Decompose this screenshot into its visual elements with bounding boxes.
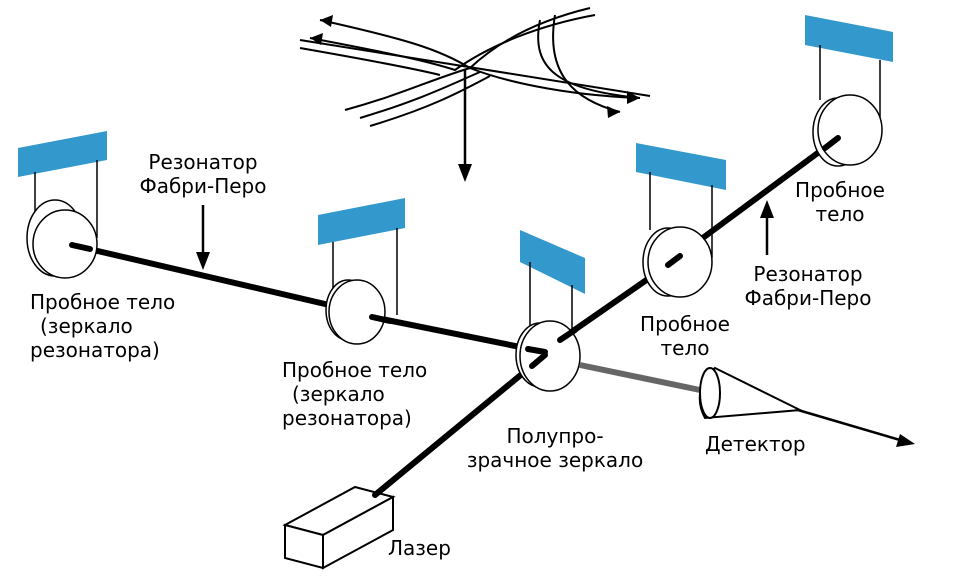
suspension-bar <box>318 198 405 245</box>
beam-splitter-label: Полупро- зрачное зеркало <box>450 424 660 472</box>
test-mass-inner-left-label: Пробное тело (зеркало резонатора) <box>282 358 427 430</box>
detector-cone-icon <box>698 366 804 420</box>
test-mass-far-left <box>18 131 107 279</box>
suspension-bar <box>18 131 107 177</box>
label-line: Фабри-Перо <box>139 174 267 198</box>
label-line: Фабри-Перо <box>744 286 872 310</box>
suspension-bar <box>636 143 726 190</box>
suspension-bar <box>520 230 585 294</box>
wave-arrowheads <box>310 15 640 118</box>
label-line: Пробное <box>640 312 730 336</box>
resonator-right-label: Резонатор Фабри-Перо <box>728 262 888 310</box>
detector-output-arrow <box>797 408 915 447</box>
laser-label: Лазер <box>388 536 451 560</box>
label-line: Пробное <box>795 178 885 202</box>
test-mass-far-right-label: Пробное тело <box>785 178 895 226</box>
suspension-bar <box>805 15 893 62</box>
label-line: Пробное тело <box>282 358 428 382</box>
label-line: тело <box>815 202 865 226</box>
label-line: Пробное тело <box>30 290 176 314</box>
label-line: (зеркало <box>40 314 133 338</box>
test-mass-far-right <box>805 15 893 167</box>
output-beam <box>579 362 701 393</box>
gravitational-wave-icon <box>299 7 651 127</box>
label-line: Полупро- <box>506 424 604 448</box>
test-mass-inner-right-label: Пробное тело <box>630 312 740 360</box>
label-line: резонатора) <box>30 338 160 362</box>
detector-label: Детектор <box>705 432 806 456</box>
label-line: резонатора) <box>282 406 412 430</box>
label-line: зрачное зеркало <box>466 448 644 472</box>
label-line: Резонатор <box>148 150 258 174</box>
resonator-left-arrow <box>196 205 210 270</box>
test-mass-inner-right <box>636 143 726 298</box>
label-line: (зеркало <box>292 382 385 406</box>
label-line: тело <box>660 336 710 360</box>
test-mass-inner-left <box>318 198 405 345</box>
test-mass-far-left-label: Пробное тело (зеркало резонатора) <box>30 290 175 362</box>
resonator-right-arrow <box>760 200 774 255</box>
laser-box-icon <box>282 485 396 570</box>
resonator-left-label: Резонатор Фабри-Перо <box>128 150 278 198</box>
beam-splitter <box>515 230 585 392</box>
wave-down-arrow <box>458 70 472 182</box>
beam-endpoints <box>69 135 841 369</box>
label-line: Резонатор <box>753 262 863 286</box>
